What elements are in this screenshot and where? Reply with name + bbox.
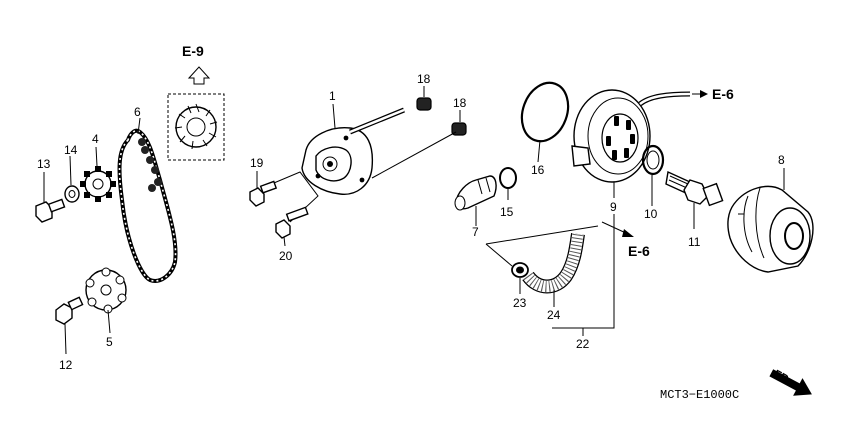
callout-23: 23	[513, 296, 527, 310]
cooler-bolt-11	[665, 170, 724, 207]
oil-fitting-7	[454, 175, 497, 211]
callout-6: 6	[134, 105, 141, 119]
leader-16	[537, 139, 541, 163]
drive-sprocket	[80, 166, 116, 202]
callout-9: 9	[610, 200, 617, 214]
leader-12	[64, 323, 67, 355]
leader-5	[107, 309, 111, 334]
leader-20	[283, 236, 286, 247]
arrow-e6-top-icon	[700, 90, 708, 98]
callout-18a: 18	[417, 72, 431, 86]
driven-sprocket	[85, 267, 127, 314]
oil-pump	[301, 107, 405, 195]
callout-4: 4	[92, 132, 99, 146]
callout-24: 24	[547, 308, 561, 322]
diagram-code: MCT3−E1000C	[660, 388, 739, 402]
bolt-20	[275, 206, 309, 239]
drive-chain	[117, 128, 178, 283]
callout-5: 5	[106, 335, 113, 349]
ref-e6-mid: E-6	[628, 243, 650, 259]
oil-hose-24	[522, 233, 585, 294]
leader-14	[69, 155, 72, 186]
callout-13: 13	[37, 157, 51, 171]
dashed-detail-box	[167, 93, 225, 161]
o-ring-10-inner	[646, 150, 660, 170]
bolt-13	[35, 198, 66, 223]
callout-22: 22	[576, 337, 590, 351]
hose-clamp-23	[511, 262, 529, 278]
callout-1: 1	[329, 89, 336, 103]
front-arrow-icon	[769, 369, 812, 396]
callout-14: 14	[64, 143, 78, 157]
callout-12: 12	[59, 358, 73, 372]
bolt-19	[249, 180, 278, 207]
up-arrow-icon	[187, 66, 211, 85]
leader-1	[332, 103, 336, 129]
washer-14-hole	[68, 190, 76, 198]
o-ring-15	[499, 167, 517, 189]
arrow-e6-mid-icon	[622, 229, 634, 237]
bracket-22	[552, 214, 615, 329]
sprocket-detail-icon	[174, 103, 218, 150]
oil-filter	[727, 185, 814, 273]
ref-e6-top: E-6	[712, 86, 734, 102]
callout-18b: 18	[453, 96, 467, 110]
callout-20: 20	[279, 249, 293, 263]
callout-15: 15	[500, 205, 514, 219]
callout-11: 11	[688, 235, 701, 249]
callout-7: 7	[472, 225, 479, 239]
leader-6	[137, 117, 141, 135]
callout-19: 19	[250, 156, 264, 170]
o-ring-10	[641, 144, 665, 176]
callout-16: 16	[531, 163, 545, 177]
leader-4	[95, 146, 98, 167]
callout-8: 8	[778, 153, 785, 167]
ref-e9-label: E-9	[182, 43, 204, 59]
hose-guide-lines	[485, 225, 599, 267]
dowel-pin-18a	[416, 97, 432, 111]
gasket-ring-16	[520, 81, 570, 143]
bolt-12	[55, 296, 84, 325]
callout-10: 10	[644, 207, 658, 221]
pin-guide-line	[371, 131, 457, 179]
oil-cooler	[571, 89, 691, 183]
